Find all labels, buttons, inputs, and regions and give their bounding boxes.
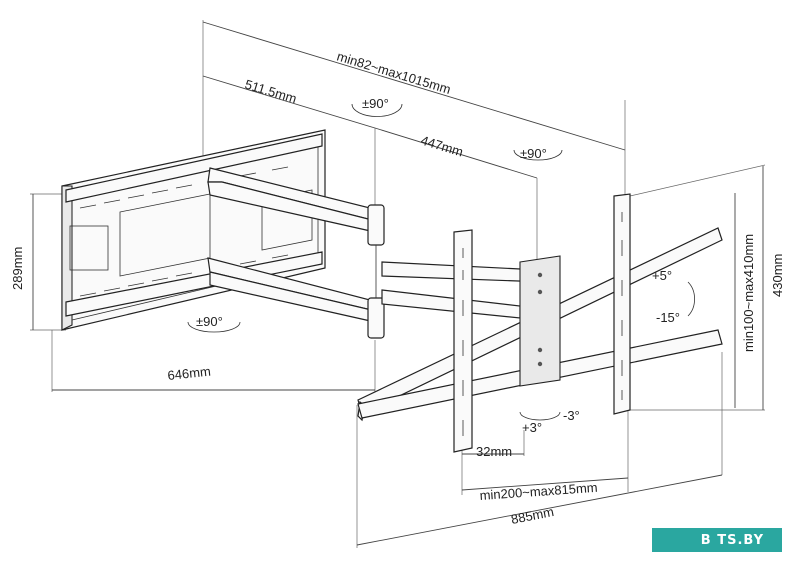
label-rot-bottom: ±90° — [196, 314, 223, 329]
upper-arm — [207, 167, 382, 233]
dim-bracket-width — [356, 474, 723, 546]
dim-overall-width — [202, 21, 626, 151]
label-arm1-length: 511.5mm — [243, 77, 298, 107]
label-swivel-plus: +3° — [522, 420, 542, 435]
rotation-arcs — [187, 103, 695, 421]
label-plate-height: 289mm — [10, 247, 25, 290]
vesa-bracket — [357, 193, 723, 453]
dim-vesa-horizontal — [461, 477, 629, 491]
label-rot-top1: ±90° — [362, 96, 389, 111]
label-plate-width: 646mm — [167, 364, 212, 383]
label-tilt-up: +5° — [652, 268, 672, 283]
label-bracket-offset: 32mm — [476, 444, 512, 459]
label-rot-top2: ±90° — [520, 146, 547, 161]
label-tilt-down: -15° — [656, 310, 680, 325]
ext-430-top — [629, 164, 766, 197]
label-total-height: 430mm — [770, 254, 785, 297]
label-overall-width: min82~max1015mm — [335, 49, 452, 98]
label-swivel-minus: -3° — [563, 408, 580, 423]
dim-arm1 — [202, 75, 376, 129]
label-arm2-length: 447mm — [419, 133, 465, 160]
watermark-logo: B TS.BY — [652, 528, 782, 552]
label-bracket-width: 885mm — [510, 504, 555, 527]
pivot-joint — [367, 204, 385, 339]
label-vesa-vertical: min100~max410mm — [741, 234, 756, 352]
dim-arm2 — [374, 127, 538, 179]
label-vesa-horizontal: min200~max815mm — [479, 480, 598, 503]
